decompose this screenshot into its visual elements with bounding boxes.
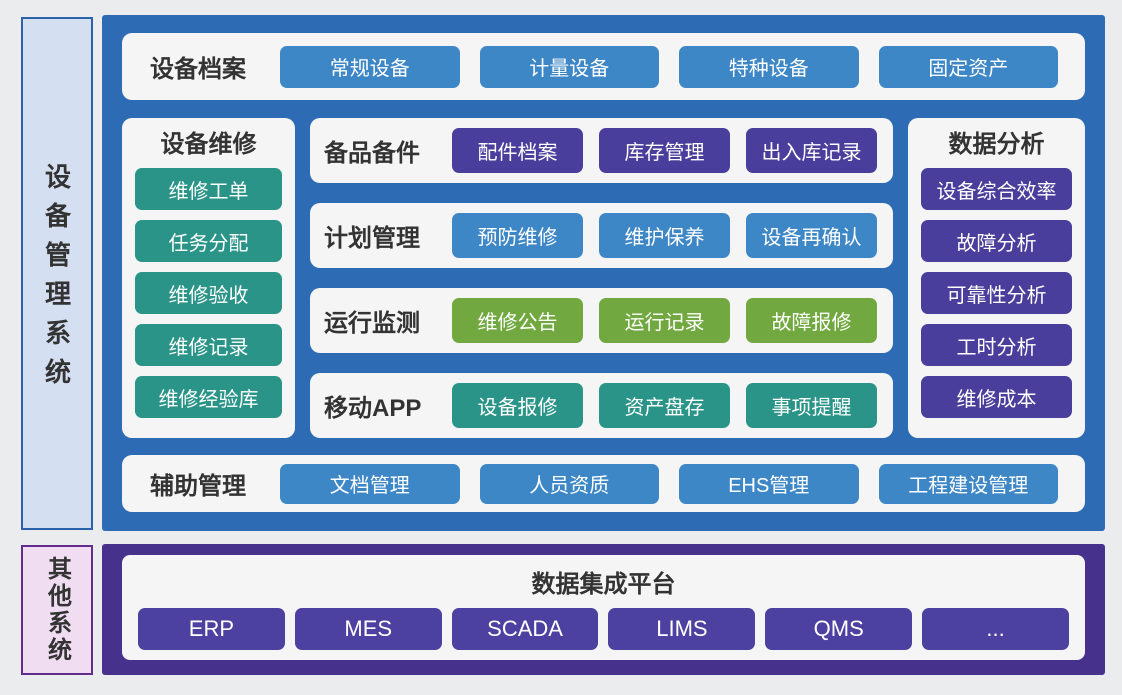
button-repair-work-order[interactable]: 维修工单 [135, 168, 282, 210]
spare-parts-group: 备品备件 配件档案 库存管理 出入库记录 [310, 118, 893, 183]
spare-parts-label: 备品备件 [324, 140, 420, 167]
equipment-archive-buttons: 常规设备 计量设备 特种设备 固定资产 [280, 45, 1058, 88]
mobile-app-label: 移动APP [324, 395, 422, 422]
data-integration-platform-title: 数据集成平台 [531, 571, 676, 598]
sidebar-other-systems: 其他系统 [21, 545, 93, 675]
button-document-management[interactable]: 文档管理 [280, 463, 460, 504]
auxiliary-management-group: 辅助管理 文档管理 人员资质 EHS管理 工程建设管理 [122, 455, 1085, 512]
button-matter-reminder[interactable]: 事项提醒 [746, 383, 877, 428]
spare-parts-buttons: 配件档案 库存管理 出入库记录 [452, 128, 877, 173]
operation-monitoring-label: 运行监测 [324, 310, 420, 337]
button-personnel-qualification[interactable]: 人员资质 [479, 463, 659, 504]
data-integration-platform-group: 数据集成平台 ERP MES SCADA LIMS QMS ... [122, 555, 1085, 660]
button-more-systems[interactable]: ... [922, 608, 1069, 650]
data-analysis-buttons: 设备综合效率 故障分析 可靠性分析 工时分析 维修成本 [921, 168, 1072, 418]
button-repair-acceptance[interactable]: 维修验收 [135, 272, 282, 314]
button-special-equipment[interactable]: 特种设备 [679, 45, 859, 88]
middle-band: 设备维修 维修工单 任务分配 维修验收 维修记录 维修经验库 备品备件 配件档案… [122, 118, 1085, 438]
auxiliary-management-label: 辅助管理 [150, 473, 246, 500]
equipment-maintenance-buttons: 维修工单 任务分配 维修验收 维修记录 维修经验库 [135, 168, 282, 418]
button-metering-equipment[interactable]: 计量设备 [479, 45, 659, 88]
mobile-app-buttons: 设备报修 资产盘存 事项提醒 [452, 383, 877, 428]
button-asset-inventory[interactable]: 资产盘存 [599, 383, 730, 428]
equipment-maintenance-group: 设备维修 维修工单 任务分配 维修验收 维修记录 维修经验库 [122, 118, 295, 438]
button-scada[interactable]: SCADA [451, 608, 599, 650]
button-ehs-management[interactable]: EHS管理 [679, 463, 859, 504]
button-mes[interactable]: MES [294, 608, 442, 650]
button-reliability-analysis[interactable]: 可靠性分析 [921, 272, 1072, 314]
data-analysis-label: 数据分析 [948, 131, 1045, 158]
button-erp[interactable]: ERP [138, 608, 285, 650]
button-preventive-maintenance[interactable]: 预防维修 [452, 213, 583, 258]
button-repair-notice[interactable]: 维修公告 [452, 298, 583, 343]
integration-buttons: ERP MES SCADA LIMS QMS ... [138, 608, 1069, 650]
button-work-hours-analysis[interactable]: 工时分析 [921, 324, 1072, 366]
plan-management-label: 计划管理 [324, 225, 420, 252]
equipment-archive-group: 设备档案 常规设备 计量设备 特种设备 固定资产 [122, 33, 1085, 100]
button-repair-records[interactable]: 维修记录 [135, 324, 282, 366]
button-fixed-assets[interactable]: 固定资产 [878, 45, 1058, 88]
button-construction-management[interactable]: 工程建设管理 [878, 463, 1058, 504]
button-in-out-records[interactable]: 出入库记录 [746, 128, 877, 173]
button-regular-equipment[interactable]: 常规设备 [280, 45, 460, 88]
button-lims[interactable]: LIMS [608, 608, 756, 650]
auxiliary-management-buttons: 文档管理 人员资质 EHS管理 工程建设管理 [280, 463, 1058, 504]
operation-monitoring-buttons: 维修公告 运行记录 故障报修 [452, 298, 877, 343]
button-qms[interactable]: QMS [765, 608, 913, 650]
mobile-app-group: 移动APP 设备报修 资产盘存 事项提醒 [310, 373, 893, 438]
equipment-management-panel: 设备档案 常规设备 计量设备 特种设备 固定资产 设备维修 维修工单 任务分配 … [102, 15, 1105, 531]
operation-monitoring-group: 运行监测 维修公告 运行记录 故障报修 [310, 288, 893, 353]
middle-rows: 备品备件 配件档案 库存管理 出入库记录 计划管理 预防维修 维护保养 设备再确… [310, 118, 893, 438]
button-overall-equipment-effectiveness[interactable]: 设备综合效率 [921, 168, 1072, 210]
plan-management-group: 计划管理 预防维修 维护保养 设备再确认 [310, 203, 893, 268]
equipment-maintenance-label: 设备维修 [160, 131, 257, 158]
button-operation-records[interactable]: 运行记录 [599, 298, 730, 343]
button-repair-cost[interactable]: 维修成本 [921, 376, 1072, 418]
other-systems-label: 其他系统 [43, 556, 71, 664]
button-fault-report[interactable]: 故障报修 [746, 298, 877, 343]
button-equipment-requalification[interactable]: 设备再确认 [746, 213, 877, 258]
button-upkeep-maintenance[interactable]: 维护保养 [599, 213, 730, 258]
data-analysis-group: 数据分析 设备综合效率 故障分析 可靠性分析 工时分析 维修成本 [908, 118, 1085, 438]
button-equipment-repair-request[interactable]: 设备报修 [452, 383, 583, 428]
button-inventory-management[interactable]: 库存管理 [599, 128, 730, 173]
equipment-management-system-label: 设备管理系统 [41, 163, 72, 397]
other-systems-panel: 数据集成平台 ERP MES SCADA LIMS QMS ... [102, 544, 1105, 675]
button-task-assignment[interactable]: 任务分配 [135, 220, 282, 262]
plan-management-buttons: 预防维修 维护保养 设备再确认 [452, 213, 877, 258]
equipment-archive-label: 设备档案 [150, 56, 246, 83]
button-repair-knowledge-base[interactable]: 维修经验库 [135, 376, 282, 418]
sidebar-equipment-management-system: 设备管理系统 [21, 17, 93, 530]
button-parts-archive[interactable]: 配件档案 [452, 128, 583, 173]
button-fault-analysis[interactable]: 故障分析 [921, 220, 1072, 262]
